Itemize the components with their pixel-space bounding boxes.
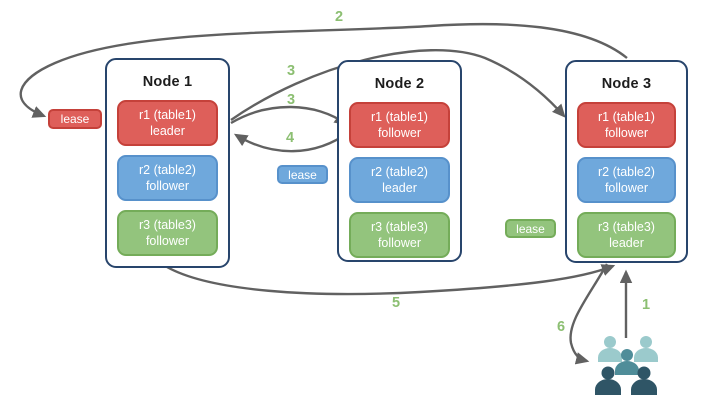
node3-region-r1-follower: r1 (table1) follower <box>577 102 676 148</box>
lease-badge-table1: lease <box>48 109 102 129</box>
node1-region-r2-follower: r2 (table2) follower <box>117 155 218 201</box>
region-label-line2: follower <box>377 236 422 250</box>
region-label-line1: r3 (table3) <box>139 217 196 232</box>
region-label-line2: follower <box>145 234 190 248</box>
region-label-line1: r1 (table1) <box>371 109 428 124</box>
region-label-line2: leader <box>382 181 417 195</box>
node2-region-r1-follower: r1 (table1) follower <box>349 102 450 148</box>
step-label-3a: 3 <box>286 63 296 79</box>
region-label-line1: r3 (table3) <box>598 219 655 234</box>
arrow-step3-node1-to-node2 <box>230 105 348 126</box>
lease-badge-table2: lease <box>277 165 328 184</box>
node2-region-r3-follower: r3 (table3) follower <box>349 212 450 258</box>
step-label-6: 6 <box>556 319 566 335</box>
step-label-1: 1 <box>641 297 651 313</box>
region-label-line1: r2 (table2) <box>598 164 655 179</box>
node1-title: Node 1 <box>142 74 193 90</box>
region-label-line2: follower <box>145 179 190 193</box>
node-box-1: Node 1 r1 (table1) leader r2 (table2) fo… <box>105 58 230 268</box>
arrow-step5-node1-to-node3 <box>166 264 616 296</box>
node2-region-r2-leader: r2 (table2) leader <box>349 157 450 203</box>
region-label-line2: leader <box>150 124 185 138</box>
node2-title: Node 2 <box>374 76 425 92</box>
step-label-5: 5 <box>391 295 401 311</box>
users-icon <box>595 336 658 395</box>
node1-region-r3-follower: r3 (table3) follower <box>117 210 218 256</box>
node1-region-r1-leader: r1 (table1) leader <box>117 100 218 146</box>
region-label-line1: r3 (table3) <box>371 219 428 234</box>
region-label-line1: r2 (table2) <box>371 164 428 179</box>
region-label-line2: follower <box>377 126 422 140</box>
step-label-4: 4 <box>285 130 295 146</box>
region-label-line2: leader <box>609 236 644 250</box>
region-label-line1: r2 (table2) <box>139 162 196 177</box>
region-label-line1: r1 (table1) <box>139 107 196 122</box>
node-box-2: Node 2 r1 (table1) follower r2 (table2) … <box>337 60 462 262</box>
region-label-line2: follower <box>604 181 649 195</box>
node3-region-r3-leader: r3 (table3) leader <box>577 212 676 258</box>
step-label-3b: 3 <box>286 92 296 108</box>
node3-region-r2-follower: r2 (table2) follower <box>577 157 676 203</box>
lease-badge-table3: lease <box>505 219 556 238</box>
node-box-3: Node 3 r1 (table1) follower r2 (table2) … <box>565 60 688 263</box>
region-label-line2: follower <box>604 126 649 140</box>
region-label-line1: r1 (table1) <box>598 109 655 124</box>
step-label-2: 2 <box>334 9 344 25</box>
node3-title: Node 3 <box>601 76 652 92</box>
